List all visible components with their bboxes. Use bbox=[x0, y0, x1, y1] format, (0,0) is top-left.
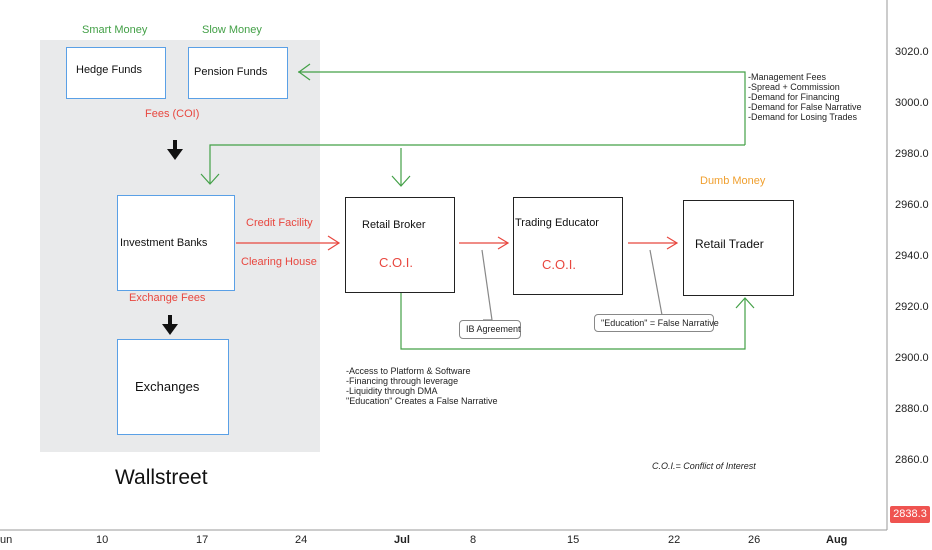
time-tick: 10 bbox=[96, 534, 109, 546]
time-tick: 22 bbox=[668, 534, 681, 546]
time-tick: Aug bbox=[826, 534, 848, 546]
price-tick: 2940.0 bbox=[895, 250, 929, 262]
green-arrowhead-banks bbox=[200, 173, 220, 185]
price-tick: 2880.0 bbox=[895, 403, 929, 415]
exchange-fees-label: Exchange Fees bbox=[129, 292, 206, 304]
green-line-broker-to-trader bbox=[400, 293, 746, 350]
black-arrow-shaft-1 bbox=[173, 140, 177, 152]
red-arrowhead-broker-educator bbox=[497, 236, 510, 250]
clearing-house-label: Clearing House bbox=[241, 256, 317, 268]
price-tick: 3000.0 bbox=[895, 97, 929, 109]
fee-list: -Management Fees -Spread + Commission -D… bbox=[748, 72, 862, 122]
callout-pointer-education bbox=[649, 249, 663, 316]
trading-educator-label: Trading Educator bbox=[515, 217, 599, 229]
broker-list: -Access to Platform & Software -Financin… bbox=[346, 366, 497, 406]
green-line-to-banks bbox=[209, 144, 745, 183]
pension-funds-label: Pension Funds bbox=[194, 66, 268, 78]
fee-item: -Management Fees bbox=[748, 72, 827, 82]
smart-money-label: Smart Money bbox=[82, 24, 148, 36]
price-axis[interactable]: 3020.0 3000.0 2980.0 2960.0 2940.0 2920.… bbox=[888, 0, 932, 530]
trading-educator-box[interactable]: Trading Educator C.O.I. bbox=[513, 197, 623, 295]
dumb-money-label: Dumb Money bbox=[700, 175, 766, 187]
black-arrowhead-2 bbox=[162, 324, 178, 335]
trading-educator-coi: C.O.I. bbox=[542, 257, 576, 272]
exchanges-label: Exchanges bbox=[135, 379, 200, 394]
fee-item: -Demand for False Narrative bbox=[748, 102, 862, 112]
time-tick: 24 bbox=[295, 534, 308, 546]
pension-funds-box[interactable]: Pension Funds bbox=[188, 47, 288, 99]
time-tick: Jul bbox=[394, 534, 410, 546]
broker-item: -Access to Platform & Software bbox=[346, 366, 471, 376]
fee-item: -Spread + Commission bbox=[748, 82, 840, 92]
retail-broker-label: Retail Broker bbox=[362, 219, 426, 231]
retail-broker-coi: C.O.I. bbox=[379, 255, 413, 270]
coi-definition: C.O.I.= Conflict of Interest bbox=[652, 461, 756, 471]
green-line-to-pension bbox=[298, 71, 746, 145]
price-tick: 2900.0 bbox=[895, 352, 929, 364]
black-arrowhead-1 bbox=[167, 149, 183, 160]
hedge-funds-label: Hedge Funds bbox=[76, 64, 143, 76]
time-tick: 8 bbox=[470, 534, 477, 546]
broker-item: -Financing through leverage bbox=[346, 376, 459, 386]
broker-item: "Education" Creates a False Narrative bbox=[346, 396, 498, 406]
time-tick: 26 bbox=[748, 534, 761, 546]
price-tick: 2860.0 bbox=[895, 454, 929, 466]
broker-item: -Liquidity through DMA bbox=[346, 386, 438, 396]
investment-banks-label: Investment Banks bbox=[120, 237, 208, 249]
time-tick: un bbox=[0, 534, 13, 546]
price-tick: 2960.0 bbox=[895, 199, 929, 211]
slow-money-label: Slow Money bbox=[202, 24, 262, 36]
price-tick: 3020.0 bbox=[895, 46, 929, 58]
red-arrowhead-banks-broker bbox=[327, 235, 341, 251]
investment-banks-box[interactable]: Investment Banks bbox=[117, 195, 235, 291]
green-arrowhead-pension bbox=[297, 63, 311, 81]
current-price-badge: 2838.3 bbox=[890, 506, 930, 523]
ib-agreement-callout: IB Agreement bbox=[459, 320, 521, 339]
exchanges-box[interactable]: Exchanges bbox=[117, 339, 229, 435]
time-tick: 17 bbox=[196, 534, 209, 546]
callout-pointer-ib bbox=[481, 249, 493, 321]
retail-trader-label: Retail Trader bbox=[695, 237, 764, 251]
time-axis[interactable]: un 10 17 24 Jul 8 15 22 26 Aug bbox=[0, 531, 887, 550]
fee-item: -Demand for Losing Trades bbox=[748, 112, 858, 122]
hedge-funds-box[interactable]: Hedge Funds bbox=[66, 47, 166, 99]
fees-coi-label: Fees (COI) bbox=[145, 108, 200, 120]
red-arrowhead-educator-trader bbox=[666, 236, 679, 250]
retail-trader-box[interactable]: Retail Trader bbox=[683, 200, 794, 296]
wallstreet-label: Wallstreet bbox=[115, 466, 208, 489]
education-callout: "Education" = False Narrative bbox=[594, 314, 719, 332]
fee-item: -Demand for Financing bbox=[748, 92, 840, 102]
green-arrowhead-trader bbox=[735, 297, 755, 309]
black-arrow-shaft-2 bbox=[168, 315, 172, 327]
time-tick: 15 bbox=[567, 534, 580, 546]
credit-facility-label: Credit Facility bbox=[246, 217, 313, 229]
retail-broker-box[interactable]: Retail Broker C.O.I. bbox=[345, 197, 455, 293]
price-tick: 2920.0 bbox=[895, 301, 929, 313]
price-tick: 2980.0 bbox=[895, 148, 929, 160]
green-arrowhead-broker bbox=[391, 175, 411, 187]
